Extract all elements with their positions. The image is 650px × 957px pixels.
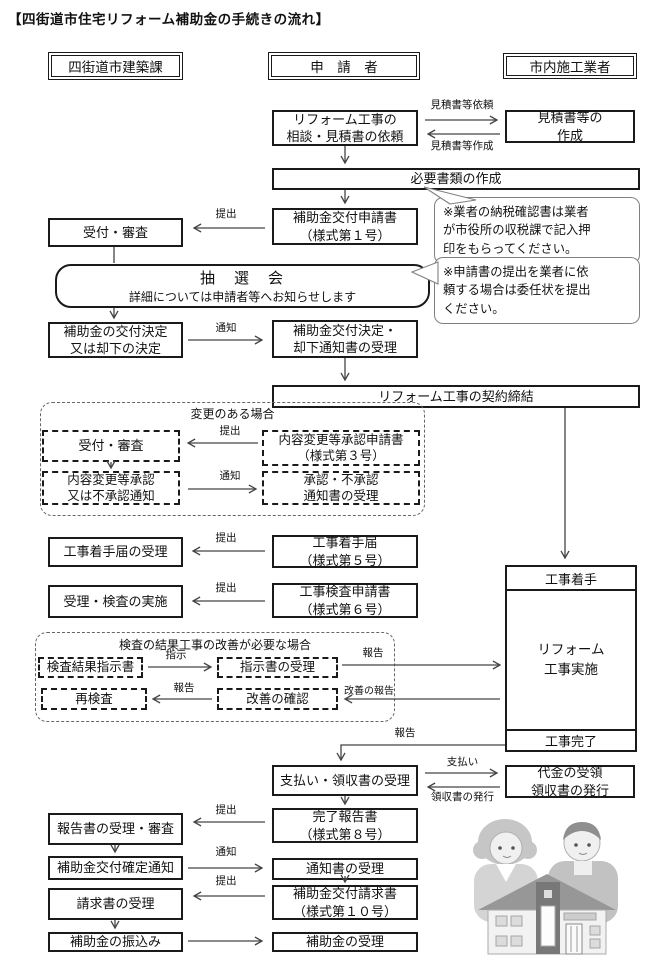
box-invoice-receipt: 請求書の受理 xyxy=(48,888,183,920)
box-change-reception: 受付・審査 xyxy=(42,430,180,462)
box-change-application: 内容変更等承認申請書 （様式第３号） xyxy=(262,430,420,466)
lottery-title: 抽 選 会 xyxy=(199,270,285,287)
box-start-notice: 工事着手届 （様式第５号） xyxy=(272,535,418,568)
lottery-subtitle: 詳細については申請者等へお知らせします xyxy=(128,290,357,304)
box-required-docs: 必要書類の作成 xyxy=(272,168,640,190)
box-reinspection: 再検査 xyxy=(41,688,147,710)
label-receipt-issue: 領収書の発行 xyxy=(431,791,494,803)
label-estimate-created: 見積書等作成 xyxy=(430,140,494,152)
box-grant-application: 補助金交付申請書 （様式第１号） xyxy=(272,208,418,245)
box-grant-decision: 補助金の交付決定 又は却下の決定 xyxy=(48,322,183,358)
box-lottery: 抽 選 会 詳細については申請者等へお知らせします xyxy=(55,264,430,308)
box-completion-report: 完了報告書 （様式第８号） xyxy=(272,808,418,843)
label-submit-inspection: 提出 xyxy=(215,582,237,594)
label-improvement-report: 改善の報告 xyxy=(344,686,394,697)
label-notify-change: 通知 xyxy=(219,470,241,482)
header-city-architecture-section: 四街道市建築課 xyxy=(48,52,183,80)
header-applicant: 申 請 者 xyxy=(268,52,420,80)
note-tax-certificate: ※業者の納税確認書は業者 が市役所の収税課で記入押 印をもらってください。 xyxy=(434,197,640,265)
work-exec-label: リフォーム 工事実施 xyxy=(537,641,605,677)
couple-house-illustration xyxy=(473,819,618,955)
box-consult-estimate-request: リフォーム工事の 相談・見積書の依頼 xyxy=(272,110,418,146)
container-improvement-case-title: 検査の結果工事の改善が必要な場合 xyxy=(118,638,311,652)
container-improvement-case xyxy=(35,632,395,722)
header-city-contractor: 市内施工業者 xyxy=(503,53,637,79)
label-notify-decision: 通知 xyxy=(215,322,237,334)
box-directive-receipt: 指示書の受理 xyxy=(217,657,338,678)
note-proxy-letter: ※申請書の提出を業者に依 頼する場合は委任状を提出 ください。 xyxy=(434,257,640,325)
box-grant-invoice: 補助金交付請求書 （様式第１０号） xyxy=(272,885,418,920)
box-decision-notice-receipt: 補助金交付決定・ 却下通知書の受理 xyxy=(272,320,418,358)
page-title: 【四街道市住宅リフォーム補助金の手続きの流れ】 xyxy=(8,12,330,27)
box-report-review: 報告書の受理・審査 xyxy=(48,813,183,845)
label-report-in: 報告 xyxy=(173,682,195,694)
label-estimate-request: 見積書等依頼 xyxy=(430,99,494,111)
box-work-progress: 工事着手 リフォーム 工事実施 工事完了 xyxy=(505,565,637,752)
label-report-out: 報告 xyxy=(362,647,384,659)
label-instruct: 指示 xyxy=(165,649,187,661)
box-inspection-application: 工事検査申請書 （様式第６号） xyxy=(272,583,418,618)
label-submit-application: 提出 xyxy=(215,208,237,220)
box-change-notice-receipt: 承認・不承認 通知書の受理 xyxy=(262,471,420,505)
container-change-case-title: 変更のある場合 xyxy=(190,407,275,421)
box-subsidy-receipt: 補助金の受理 xyxy=(272,932,418,952)
label-report-completion: 報告 xyxy=(394,727,416,739)
label-notify-confirm: 通知 xyxy=(215,846,237,858)
label-submit-invoice: 提出 xyxy=(215,875,237,887)
container-change-case xyxy=(40,402,425,516)
work-start-label: 工事着手 xyxy=(507,567,635,591)
box-payment-receipt: 支払い・領収書の受理 xyxy=(272,765,418,796)
label-submit-start: 提出 xyxy=(215,532,237,544)
work-end-label: 工事完了 xyxy=(507,729,635,750)
label-submit-change: 提出 xyxy=(219,425,241,437)
box-reception-review: 受付・審査 xyxy=(48,218,183,247)
box-price-receive: 代金の受領 領収書の発行 xyxy=(505,765,635,798)
box-notice-receipt: 通知書の受理 xyxy=(272,858,418,880)
box-subsidy-transfer: 補助金の振込み xyxy=(48,932,183,952)
box-improvement-confirm: 改善の確認 xyxy=(217,688,338,710)
label-pay: 支払い xyxy=(446,756,479,768)
box-inspection-conduct: 受理・検査の実施 xyxy=(48,585,183,618)
box-inspection-directive: 検査結果指示書 xyxy=(38,657,143,678)
box-estimate-create: 見積書等の 作成 xyxy=(505,110,635,143)
box-grant-confirm-notice: 補助金交付確定通知 xyxy=(48,856,183,880)
box-change-approval: 内容変更等承認 又は不承認通知 xyxy=(42,471,180,505)
label-submit-report: 提出 xyxy=(215,804,237,816)
box-start-notice-receipt: 工事着手届の受理 xyxy=(48,537,183,567)
